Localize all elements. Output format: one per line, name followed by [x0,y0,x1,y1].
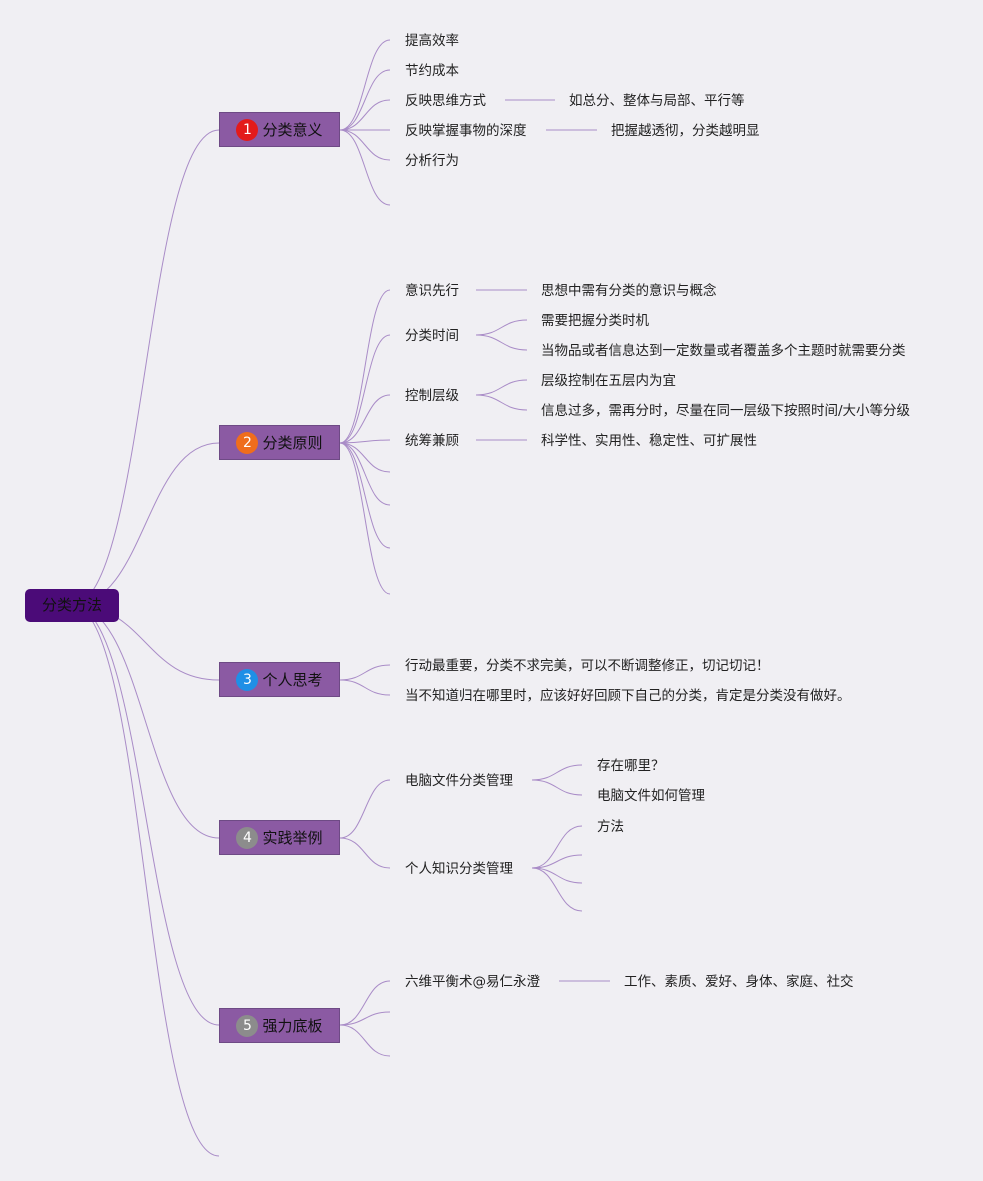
subtopic-where-stored[interactable]: 存在哪里？ [597,758,665,774]
subtopic-method[interactable]: 方法 [597,819,624,835]
branch-link [339,129,391,206]
root-link [71,604,220,1157]
root-link [71,129,220,606]
branch-label: 个人思考 [262,671,323,689]
branch-node-foundation[interactable]: 5 强力底板 [219,1008,340,1043]
root-link [71,604,220,839]
topic-classify-timing[interactable]: 分类时间 [405,328,459,344]
topic-improve-efficiency[interactable]: 提高效率 [405,33,459,49]
subtopic-how-to-manage[interactable]: 电脑文件如何管理 [597,788,705,804]
branch-link [339,779,391,839]
subtopic-timing-grasp[interactable]: 需要把握分类时机 [541,313,649,329]
branch-link [339,39,391,131]
branch-link [339,837,391,869]
branch-node-practice-examples[interactable]: 4 实践举例 [219,820,340,855]
sub-link [475,334,528,351]
topic-understanding-depth[interactable]: 反映掌握事物的深度 [405,123,527,139]
branch-link [339,664,391,681]
branch-link [339,442,391,473]
branch-link [339,442,391,595]
topic-computer-files[interactable]: 电脑文件分类管理 [405,773,513,789]
subtopic-dimensions-list[interactable]: 工作、素质、爱好、身体、家庭、社交 [624,974,854,990]
subtopic-timing-threshold[interactable]: 当物品或者信息达到一定数量或者覆盖多个主题时就需要分类 [541,343,906,359]
root-node[interactable]: 分类方法 [25,589,119,622]
branch-node-principles[interactable]: 2 分类原则 [219,425,340,460]
subtopic-depth-note[interactable]: 把握越透彻，分类越明显 [611,123,760,139]
sub-link [475,394,528,411]
branch-label: 强力底板 [262,1017,323,1035]
number-3-icon: 3 [236,668,259,691]
branch-link [339,334,391,444]
sub-link [531,867,583,884]
branch-link [339,129,391,161]
sub-link [531,779,583,796]
topic-control-levels[interactable]: 控制层级 [405,388,459,404]
topic-save-cost[interactable]: 节约成本 [405,63,459,79]
subtopic-thinking-examples[interactable]: 如总分、整体与局部、平行等 [569,93,745,109]
sub-link [531,764,583,781]
branch-link [339,442,391,549]
branch-label: 实践举例 [262,829,323,847]
sub-link [531,854,583,869]
root-link [71,604,220,1026]
topic-analyze-behavior[interactable]: 分析行为 [405,153,459,169]
root-link [71,442,220,606]
branch-link [339,289,391,444]
topic-overall-balance[interactable]: 统筹兼顾 [405,433,459,449]
number-1-icon: 1 [236,118,259,141]
branch-link [339,439,391,444]
topic-thinking-mode[interactable]: 反映思维方式 [405,93,486,109]
sub-link [531,825,583,869]
subtopic-levels-split[interactable]: 信息过多，需再分时，尽量在同一层级下按照时间/大小等分级 [541,403,911,419]
subtopic-balance-properties[interactable]: 科学性、实用性、稳定性、可扩展性 [541,433,757,449]
branch-node-significance[interactable]: 1 分类意义 [219,112,340,147]
branch-link [339,1011,391,1026]
branch-link [339,442,391,506]
number-2-icon: 2 [236,431,259,454]
branch-link [339,679,391,696]
topic-review-classification[interactable]: 当不知道归在哪里时，应该好好回顾下自己的分类，肯定是分类没有做好。 [405,688,851,704]
sub-link [531,867,583,912]
topic-awareness-first[interactable]: 意识先行 [405,283,459,299]
branch-link [339,980,391,1026]
branch-link [339,1024,391,1057]
number-4-icon: 4 [236,826,259,849]
number-5-icon: 5 [236,1014,259,1037]
branch-link [339,99,391,131]
branch-label: 分类意义 [262,121,323,139]
branch-link [339,69,391,131]
subtopic-awareness-note[interactable]: 思想中需有分类的意识与概念 [541,283,717,299]
subtopic-levels-limit[interactable]: 层级控制在五层内为宜 [541,373,676,389]
sub-link [475,379,528,396]
topic-action-first[interactable]: 行动最重要，分类不求完美，可以不断调整修正，切记切记！ [405,658,770,674]
topic-six-dimensions[interactable]: 六维平衡术@易仁永澄 [405,974,540,990]
sub-link [475,319,528,336]
branch-node-personal-thoughts[interactable]: 3 个人思考 [219,662,340,697]
branch-label: 分类原则 [262,434,323,452]
branch-link [339,394,391,444]
topic-personal-knowledge[interactable]: 个人知识分类管理 [405,861,513,877]
